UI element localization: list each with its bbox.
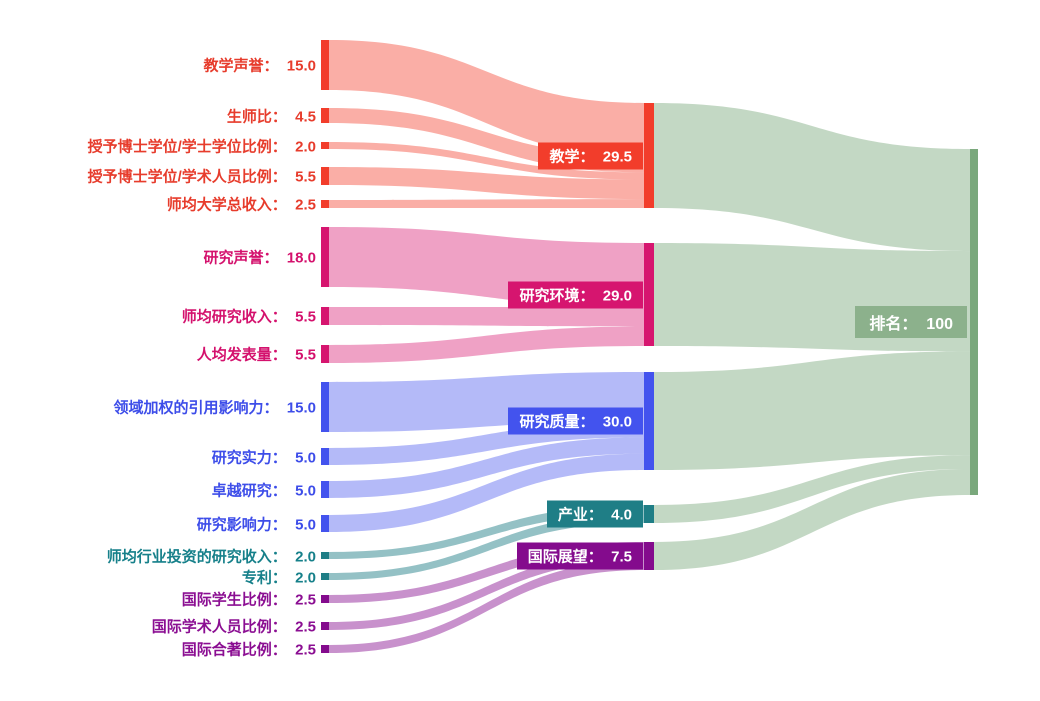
source-node-bar[interactable]	[321, 167, 329, 185]
source-node-bar[interactable]	[321, 108, 329, 123]
flow-research_env-ribbon	[329, 306, 644, 327]
source-node-bar[interactable]	[321, 448, 329, 465]
category-node-bar-industry[interactable]	[644, 505, 654, 523]
category-node-bar-teaching[interactable]	[644, 103, 654, 208]
category-node-bar-research_env[interactable]	[644, 243, 654, 346]
flow-research_quality-ribbon	[329, 437, 644, 498]
flow-rank-ribbon	[654, 243, 970, 352]
source-node-bar[interactable]	[321, 382, 329, 432]
source-node-bar[interactable]	[321, 227, 329, 287]
source-node-bar[interactable]	[321, 200, 329, 208]
flow-rank-ribbon	[654, 469, 970, 570]
flow-research_env-ribbon	[329, 227, 644, 307]
rank-node-bar[interactable]	[970, 149, 978, 495]
category-node-bar-international[interactable]	[644, 542, 654, 570]
source-node-bar[interactable]	[321, 345, 329, 363]
flow-international-ribbon	[329, 551, 644, 630]
source-node-bar[interactable]	[321, 142, 329, 149]
flow-rank-ribbon	[654, 103, 970, 252]
flow-rank-ribbon	[654, 455, 970, 523]
flow-research_env-ribbon	[329, 326, 644, 363]
flow-research_quality-ribbon	[329, 453, 644, 532]
source-node-bar[interactable]	[321, 307, 329, 325]
source-node-bar[interactable]	[321, 515, 329, 532]
source-node-bar[interactable]	[321, 552, 329, 559]
source-node-bar[interactable]	[321, 481, 329, 498]
source-node-bar[interactable]	[321, 595, 329, 603]
flow-teaching-ribbon	[329, 167, 644, 200]
source-node-bar[interactable]	[321, 645, 329, 653]
flow-international-ribbon	[329, 542, 644, 603]
flow-rank-ribbon	[654, 351, 970, 470]
source-node-bar[interactable]	[321, 622, 329, 630]
source-node-bar[interactable]	[321, 573, 329, 580]
source-node-bar[interactable]	[321, 40, 329, 90]
flow-teaching-ribbon	[329, 199, 644, 208]
flow-teaching-ribbon	[329, 40, 644, 157]
flow-international-ribbon	[329, 560, 644, 653]
flow-teaching-ribbon	[329, 142, 644, 180]
flow-industry-ribbon	[329, 514, 644, 580]
category-node-bar-research_quality[interactable]	[644, 372, 654, 470]
